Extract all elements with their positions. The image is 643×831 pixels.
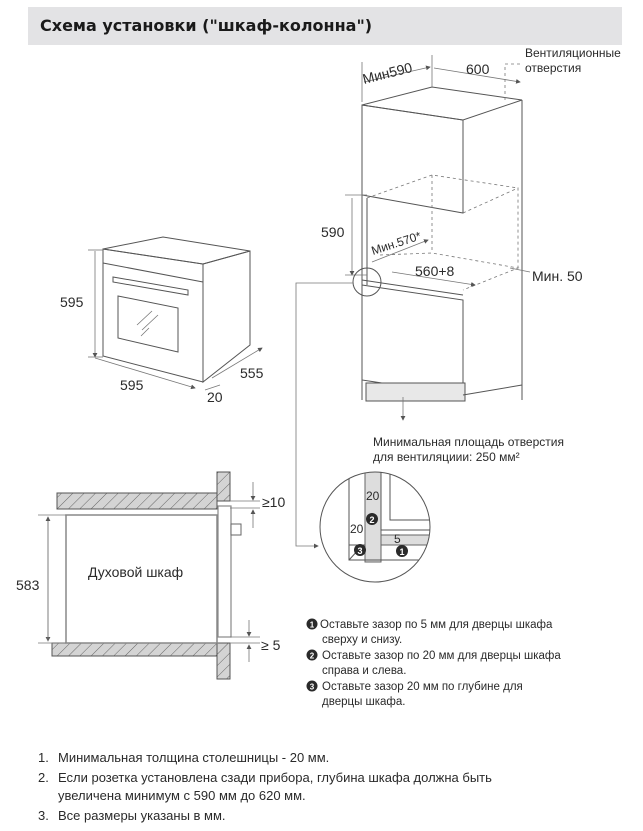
- svg-text:2: 2: [369, 515, 374, 525]
- vent-area-line2: для вентиляциии: 250 мм²: [373, 450, 520, 464]
- notes-list: 1. Минимальная толщина столешницы - 20 мм…: [38, 749, 558, 825]
- cabinet-top: [361, 86, 523, 121]
- oven-handle: [112, 276, 189, 296]
- detail-callout-circle: [352, 267, 382, 297]
- oven-knob: [230, 523, 242, 536]
- vent-area-line1: Минимальная площадь отверстия: [373, 435, 564, 449]
- note-text: Все размеры указаны в мм.: [58, 808, 226, 823]
- note-item: 3. Все размеры указаны в мм.: [38, 807, 558, 825]
- gap-legend: 1 Оставьте зазор по 5 мм для дверцы шкаф…: [306, 618, 561, 708]
- min-width-label: Мин590: [361, 59, 414, 87]
- top-gap-label: ≥10: [262, 494, 285, 510]
- svg-text:3: 3: [310, 683, 315, 692]
- shelf-bottom: [51, 642, 218, 657]
- legend-2-line2: справа и слева.: [322, 665, 406, 677]
- note-item: 1. Минимальная толщина столешницы - 20 мм…: [38, 749, 558, 767]
- note-text: Если розетка установлена сзади прибора, …: [58, 770, 492, 803]
- note-text: Минимальная толщина столешницы - 20 мм.: [58, 750, 330, 765]
- oven-drawing: 595 595 555 20: [60, 236, 264, 405]
- svg-text:3: 3: [357, 546, 362, 556]
- oven-section-label: Духовой шкаф: [88, 564, 183, 580]
- note-number: 3.: [38, 808, 49, 823]
- vent-label-line1: Вентиляционные: [525, 46, 621, 60]
- legend-item-3: 3 Оставьте зазор 20 мм по глубине для дв…: [306, 680, 523, 708]
- oven-door: [217, 505, 232, 638]
- oven-depth-label: 555: [240, 365, 264, 381]
- plinth-vent: [365, 382, 466, 402]
- svg-text:2: 2: [310, 652, 315, 661]
- legend-2-line1: Оставьте зазор по 20 мм для дверцы шкафа: [322, 650, 561, 662]
- min-gap-label: Мин. 50: [532, 268, 583, 284]
- note-number: 2.: [38, 770, 49, 785]
- oven-height-label: 595: [60, 294, 84, 310]
- niche-width-label: 560+8: [415, 263, 455, 279]
- section-height-label: 583: [16, 577, 40, 593]
- oven-front: [102, 248, 204, 383]
- column-cabinet-drawing: Мин590 600 Вентиляционные отверстия 590 …: [295, 46, 621, 549]
- countertop-top: [56, 492, 218, 510]
- oven-body: [65, 514, 218, 644]
- niche-height-label: 590: [321, 224, 345, 240]
- detail-depth-gap: 20: [350, 522, 364, 536]
- legend-1-line1: Оставьте зазор по 5 мм для дверцы шкафа: [320, 619, 553, 631]
- svg-text:1: 1: [399, 547, 404, 557]
- page-title: Схема установки ("шкаф-колонна"): [40, 16, 373, 35]
- width-label: 600: [466, 61, 490, 77]
- gap-detail-drawing: 20 20 5 2 3 1: [319, 471, 431, 583]
- min-depth-label: Мин.570*: [370, 229, 423, 258]
- oven-door-depth-label: 20: [207, 389, 223, 405]
- legend-item-1: 1 Оставьте зазор по 5 мм для дверцы шкаф…: [306, 618, 553, 646]
- marker-1: 1: [396, 545, 408, 557]
- legend-item-2: 2 Оставьте зазор по 20 мм для дверцы шка…: [306, 649, 561, 677]
- oven-width-label: 595: [120, 377, 144, 393]
- svg-text:1: 1: [310, 621, 315, 630]
- header-bar: Схема установки ("шкаф-колонна"): [28, 7, 622, 45]
- marker-2: 2: [366, 513, 378, 525]
- legend-1-line2: сверху и снизу.: [322, 634, 402, 646]
- bottom-gap-label: ≥ 5: [261, 637, 281, 653]
- section-drawing: Духовой шкаф 583 ≥10 ≥ 5: [16, 471, 285, 680]
- marker-3: 3: [354, 544, 366, 556]
- legend-3-line2: дверцы шкафа.: [322, 696, 406, 708]
- note-item: 2. Если розетка установлена сзади прибора…: [38, 769, 558, 805]
- oven-window: [117, 295, 179, 353]
- lower-door: [361, 284, 464, 396]
- vent-label-line2: отверстия: [525, 61, 581, 75]
- note-number: 1.: [38, 750, 49, 765]
- detail-top-gap: 5: [394, 532, 401, 546]
- upper-door: [361, 104, 464, 214]
- detail-side-gap: 20: [366, 489, 380, 503]
- legend-3-line1: Оставьте зазор 20 мм по глубине для: [322, 681, 523, 693]
